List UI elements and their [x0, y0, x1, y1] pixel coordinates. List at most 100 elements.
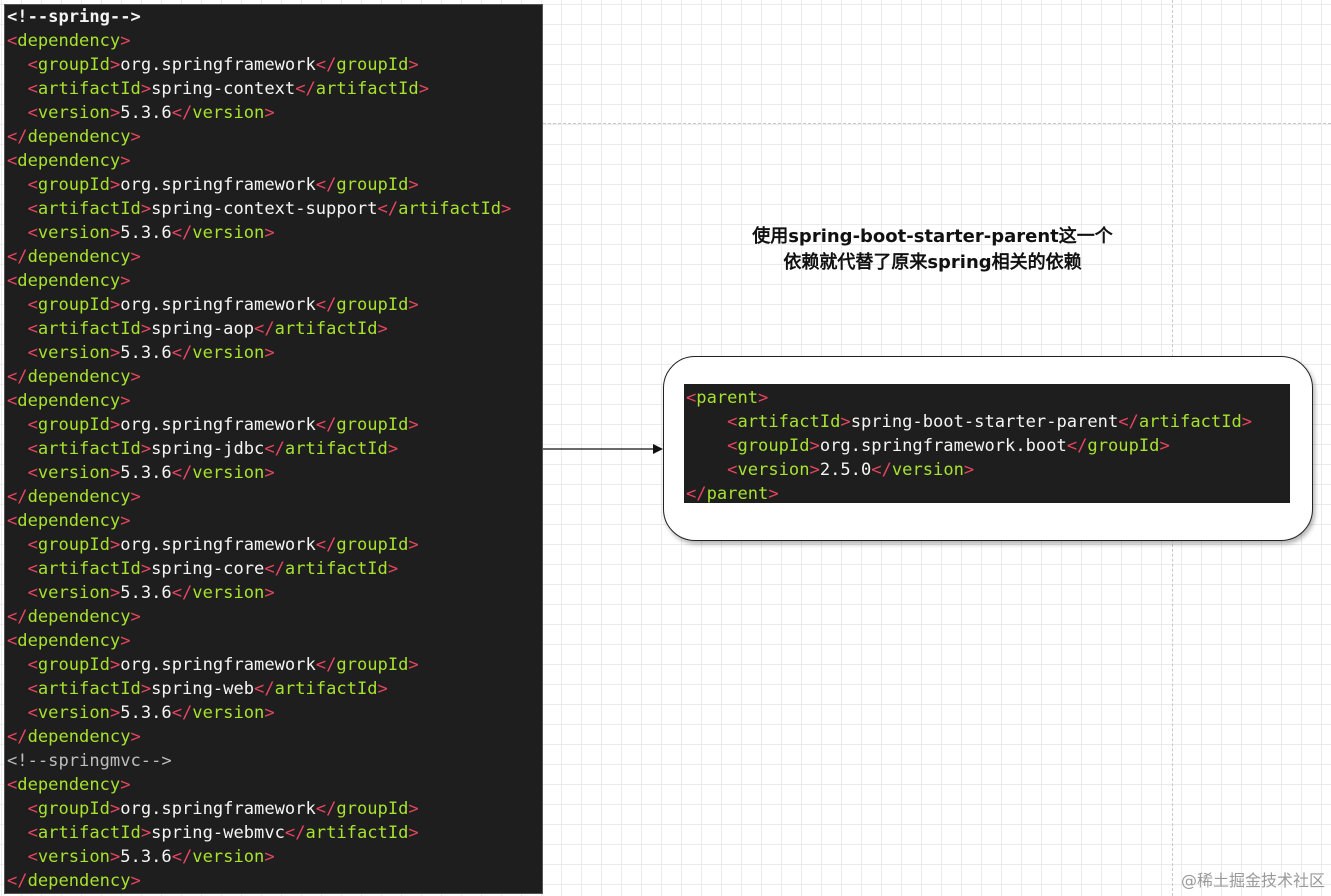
tag-value: org.springframework: [120, 55, 316, 75]
tag-bracket: <: [27, 463, 38, 483]
tag-bracket: >: [140, 823, 152, 843]
code-line: </dependency>: [7, 605, 542, 629]
tag-bracket: </: [171, 103, 193, 123]
tag-bracket: >: [387, 559, 399, 579]
tag-bracket: >: [809, 436, 820, 456]
tag-name: version: [737, 460, 810, 480]
tag-value: 5.3.6: [120, 223, 172, 243]
tag-bracket: >: [264, 583, 275, 603]
tag-name: groupId: [37, 175, 110, 195]
code-line: <artifactId>spring-context</artifactId>: [7, 77, 542, 101]
tag-name: groupId: [37, 55, 110, 75]
tag-bracket: <: [27, 343, 38, 363]
tag-name: dependency: [17, 151, 121, 171]
tag-bracket: </: [7, 487, 28, 507]
tag-name: version: [37, 583, 110, 603]
connector-arrow: [543, 444, 663, 454]
tag-name: groupId: [37, 655, 110, 675]
tag-bracket: >: [109, 463, 121, 483]
code-line: <dependency>: [7, 773, 542, 797]
tag-bracket: >: [387, 439, 399, 459]
code-comment: <!--springmvc-->: [7, 751, 172, 771]
code-line: <groupId>org.springframework</groupId>: [7, 173, 542, 197]
tag-bracket: </: [171, 583, 193, 603]
tag-name: artifactId: [274, 319, 378, 339]
tag-bracket: >: [408, 415, 419, 435]
tag-name: artifactId: [284, 439, 388, 459]
code-line: <artifactId>spring-webmvc</artifactId>: [7, 821, 542, 845]
tag-bracket: >: [264, 847, 275, 867]
spring-boot-parent-code-block: <parent> <artifactId>spring-boot-starter…: [684, 384, 1290, 503]
tag-bracket: >: [109, 655, 121, 675]
code-line: <artifactId>spring-context-support</arti…: [7, 197, 542, 221]
tag-bracket: >: [408, 295, 419, 315]
arrow-head-icon: [653, 444, 663, 454]
tag-bracket: <: [27, 799, 38, 819]
tag-value: spring-webmvc: [151, 823, 285, 843]
code-line: <artifactId>spring-jdbc</artifactId>: [7, 437, 542, 461]
tag-name: dependency: [17, 31, 121, 51]
tag-name: version: [192, 703, 265, 723]
tag-bracket: <: [686, 388, 697, 408]
tag-bracket: >: [109, 535, 121, 555]
code-line: </parent>: [686, 482, 1290, 503]
tag-bracket: <: [727, 436, 738, 456]
annotation-line-1: 使用spring-boot-starter-parent这一个: [752, 226, 1113, 247]
tag-name: groupId: [37, 799, 110, 819]
tag-name: groupId: [1087, 436, 1160, 456]
tag-bracket: <: [27, 655, 38, 675]
tag-bracket: >: [501, 199, 512, 219]
tag-name: artifactId: [37, 679, 141, 699]
tag-name: groupId: [37, 295, 110, 315]
tag-bracket: <: [27, 559, 38, 579]
tag-bracket: >: [109, 847, 121, 867]
tag-name: dependency: [27, 367, 131, 387]
tag-name: version: [37, 703, 110, 723]
code-comment: <!--spring-->: [7, 7, 141, 27]
tag-bracket: <: [27, 703, 38, 723]
tag-bracket: <: [27, 175, 38, 195]
tag-bracket: <: [727, 412, 738, 432]
tag-bracket: </: [315, 55, 337, 75]
tag-name: dependency: [27, 727, 131, 747]
tag-bracket: >: [109, 223, 121, 243]
code-line: <dependency>: [7, 509, 542, 533]
tag-value: 5.3.6: [120, 847, 172, 867]
tag-bracket: </: [315, 655, 337, 675]
tag-bracket: >: [120, 391, 131, 411]
tag-name: version: [891, 460, 964, 480]
tag-bracket: <: [7, 31, 18, 51]
tag-bracket: <: [7, 775, 18, 795]
tag-name: groupId: [336, 55, 409, 75]
tag-bracket: >: [140, 199, 152, 219]
tag-value: spring-aop: [151, 319, 255, 339]
tag-bracket: <: [27, 295, 38, 315]
guide-line-horizontal: [543, 123, 1331, 124]
tag-bracket: </: [284, 823, 306, 843]
tag-bracket: >: [1241, 412, 1253, 432]
code-line: <version>5.3.6</version>: [7, 341, 542, 365]
tag-bracket: <: [27, 319, 38, 339]
code-line: </dependency>: [7, 869, 542, 893]
tag-name: version: [37, 463, 110, 483]
tag-name: groupId: [37, 415, 110, 435]
annotation-line-2: 依赖就代替了原来spring相关的依赖: [783, 252, 1082, 273]
tag-bracket: >: [963, 460, 975, 480]
code-line: <!--spring-->: [7, 5, 542, 29]
code-line: </dependency>: [7, 125, 542, 149]
tag-bracket: <: [27, 55, 38, 75]
code-line: <artifactId>spring-aop</artifactId>: [7, 317, 542, 341]
code-line: <version>2.5.0</version>: [686, 458, 1290, 482]
code-line: </dependency>: [7, 365, 542, 389]
tag-name: artifactId: [305, 823, 409, 843]
tag-bracket: >: [130, 247, 141, 267]
tag-bracket: >: [264, 463, 275, 483]
tag-bracket: </: [254, 319, 275, 339]
tag-name: version: [192, 103, 265, 123]
code-line: <version>5.3.6</version>: [7, 101, 542, 125]
tag-name: artifactId: [37, 823, 141, 843]
tag-name: version: [192, 583, 265, 603]
tag-bracket: >: [130, 871, 141, 891]
code-line: <dependency>: [7, 269, 542, 293]
tag-name: dependency: [17, 631, 121, 651]
